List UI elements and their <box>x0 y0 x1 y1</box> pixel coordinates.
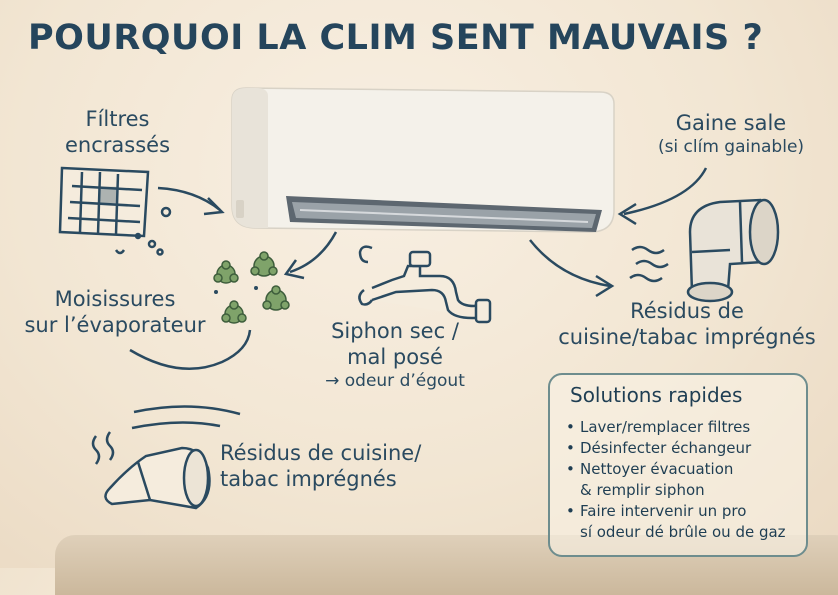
label-filtres: Fíltres encrassés <box>55 106 180 158</box>
label-residus-right: Résidus de cuisine/tabac imprégnés <box>552 298 822 350</box>
solution-item-text: Faire intervenir un pro <box>580 502 747 520</box>
solutions-title: Solutions rapides <box>570 383 743 407</box>
arrow-ac-to-residus <box>529 239 611 288</box>
label-gaine-line2: (si clím gainable) <box>657 137 805 157</box>
solution-item-continuation: & remplir siphon <box>580 481 705 499</box>
bullet-icon: • <box>566 439 575 457</box>
solution-item-text: Nettoyer évacuation <box>580 460 734 478</box>
duct-elbow-icon <box>686 198 780 303</box>
solution-item: • Nettoyer évacuation <box>566 459 786 480</box>
solution-item: • Laver/remplacer filtres <box>566 417 786 438</box>
mold-spores-icon <box>213 251 290 324</box>
label-residus-left: Résidus de cuisine/ tabac imprégnés <box>220 440 450 492</box>
label-residus-left-line1: Résidus de cuisine/ <box>220 441 422 465</box>
label-moisissures-line1: Moisissures <box>54 287 176 311</box>
label-filtres-line1: Fíltres <box>85 107 150 131</box>
solution-item-text: Désinfecter échangeur <box>580 439 752 457</box>
air-conditioner-unit <box>231 87 615 233</box>
bullet-icon: • <box>566 460 575 478</box>
solution-item-text: Laver/remplacer filtres <box>580 418 751 436</box>
illustration <box>58 87 780 510</box>
label-gaine: Gaine sale (si clím gainable) <box>636 110 826 158</box>
label-filtres-line2: encrassés <box>64 133 171 157</box>
odor-waves-left-icon <box>91 405 241 465</box>
tobacco-cup-icon <box>104 446 211 510</box>
label-siphon-line2: mal posé <box>347 345 443 369</box>
label-moisissures-line2: sur l’évaporateur <box>24 313 206 337</box>
solution-item: • Faire intervenir un pro <box>566 501 786 522</box>
siphon-pipe-icon <box>358 245 492 324</box>
label-residus-left-line2: tabac imprégnés <box>220 467 397 491</box>
page-title: POURQUOI LA CLIM SENT MAUVAIS ? <box>28 18 764 58</box>
label-siphon-line1: Siphon sec / <box>331 319 459 343</box>
solution-item: • Désinfecter échangeur <box>566 438 786 459</box>
odor-waves-right-icon <box>629 245 669 283</box>
filter-icon <box>58 166 172 256</box>
solution-item-continuation: sí odeur dé brûle ou de gaz <box>580 523 786 541</box>
solutions-box: Solutions rapides • Laver/remplacer filtr… <box>548 373 808 557</box>
bullet-icon: • <box>566 418 575 436</box>
label-residus-right-line1: Résidus de <box>630 299 744 323</box>
label-residus-right-line2: cuisine/tabac imprégnés <box>558 325 816 349</box>
mold-underline <box>129 329 252 370</box>
label-siphon-line3: → odeur d’égout <box>325 371 465 391</box>
arrow-ac-to-mold <box>289 231 338 274</box>
label-siphon: Siphon sec / mal posé → odeur d’égout <box>300 318 490 392</box>
label-moisissures: Moisissures sur l’évaporateur <box>10 286 220 338</box>
bullet-icon: • <box>566 502 575 520</box>
solutions-list: • Laver/remplacer filtres • Désinfecter éc… <box>566 417 786 543</box>
arrow-gaine-to-ac <box>623 167 708 216</box>
label-gaine-line1: Gaine sale <box>675 111 787 135</box>
